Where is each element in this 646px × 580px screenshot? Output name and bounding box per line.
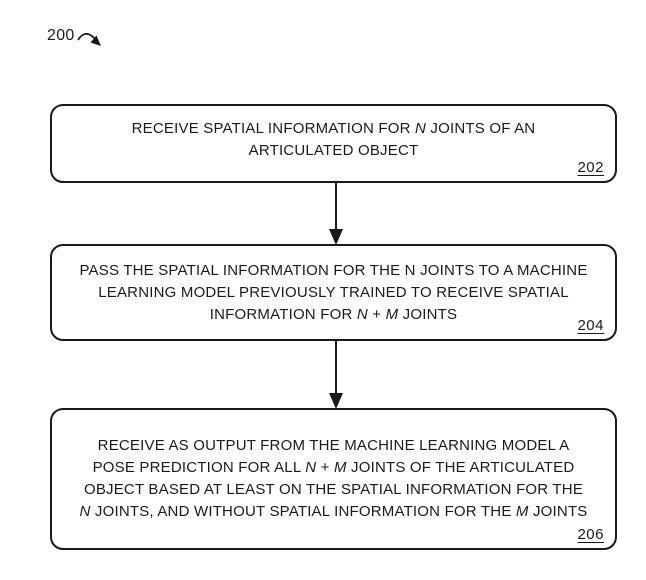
flow-box-text: RECEIVE SPATIAL INFORMATION FOR N JOINTS… xyxy=(131,119,536,159)
flow-arrow-2 xyxy=(329,340,343,409)
flow-box-text: PASS THE SPATIAL INFORMATION FOR THE N J… xyxy=(79,261,588,323)
arrow-line xyxy=(335,340,337,395)
figure-ref-label: 200 xyxy=(47,27,75,44)
flow-arrowhead-icon xyxy=(329,393,343,409)
flow-box-ref-206: 206 xyxy=(577,526,604,543)
reference-curved-arrow-icon xyxy=(77,32,101,46)
arrow-line xyxy=(335,183,337,231)
flow-box-ref-202: 202 xyxy=(577,159,604,176)
flow-arrowhead-icon xyxy=(329,229,343,245)
flow-box-text: RECEIVE AS OUTPUT FROM THE MACHINE LEARN… xyxy=(79,437,588,520)
flow-arrow-1 xyxy=(329,183,343,245)
flow-box-ref-204: 204 xyxy=(577,317,604,334)
flow-box-206: RECEIVE AS OUTPUT FROM THE MACHINE LEARN… xyxy=(50,408,617,550)
flow-box-202: RECEIVE SPATIAL INFORMATION FOR N JOINTS… xyxy=(50,104,617,183)
flow-box-204: PASS THE SPATIAL INFORMATION FOR THE N J… xyxy=(50,244,617,341)
